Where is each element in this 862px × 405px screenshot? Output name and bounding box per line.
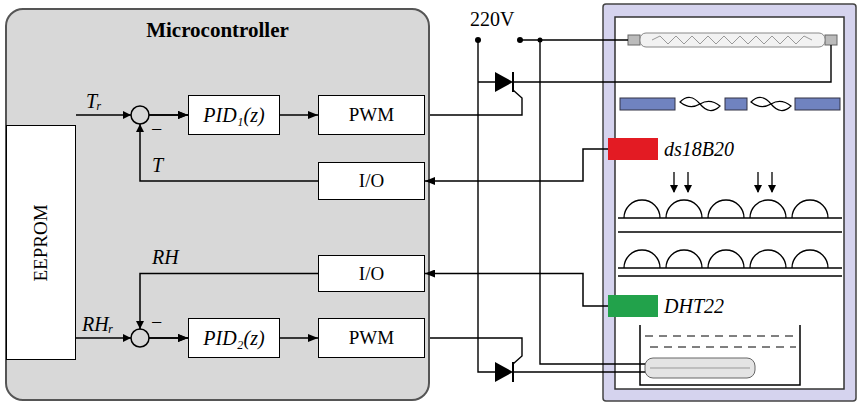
- controller-label: PID₁(z): [203, 104, 264, 127]
- io-label: I/O: [359, 263, 384, 285]
- temperature-sensor: ds18B20: [608, 138, 734, 160]
- water-tank: [640, 325, 800, 385]
- tray: [618, 267, 842, 268]
- fan-bar: [795, 98, 840, 110]
- supply-wire: [478, 40, 495, 372]
- airflow-arrow: [687, 172, 688, 192]
- sign-label: −: [151, 311, 162, 333]
- io-box: I/O: [318, 255, 425, 292]
- thyristor: [495, 362, 513, 382]
- water: [650, 347, 796, 348]
- pwm-box: PWM: [318, 318, 425, 358]
- gate-wire: [425, 90, 522, 115]
- lamp-cap: [628, 35, 640, 45]
- fan: [751, 97, 791, 110]
- halogen-lamp: [640, 33, 825, 47]
- sensor-block: [608, 138, 658, 160]
- tray: [618, 231, 842, 232]
- controller-label: PID₂(z): [203, 327, 264, 350]
- tray: [618, 275, 842, 276]
- signal-line: [425, 149, 608, 181]
- tray: [618, 217, 842, 218]
- signal-label: RH: [152, 246, 179, 268]
- sign-label: −: [151, 118, 162, 140]
- voltage-label: 220V: [470, 8, 514, 30]
- fan-bar: [725, 98, 747, 110]
- signal-label: RHᵣ: [82, 313, 114, 335]
- airflow-arrow: [673, 172, 674, 192]
- panel-title: Microcontroller: [7, 10, 428, 42]
- signal-label: T: [152, 154, 163, 176]
- io-label: I/O: [359, 170, 384, 192]
- humidity-sensor: DHT22: [608, 295, 724, 317]
- fan: [680, 97, 720, 110]
- airflow-arrow: [771, 172, 772, 192]
- thyristor: [495, 72, 513, 92]
- lamp-filament: [652, 36, 812, 44]
- heater-core: [650, 368, 750, 369]
- sensor-label: DHT22: [664, 295, 724, 317]
- controller-box: PID₂(z): [188, 318, 280, 358]
- sensor-label: ds18B20: [664, 138, 734, 160]
- microcontroller-panel: MicrocontrollerEEPROM PID₁(z) PWM I/O I/O PID…: [5, 8, 430, 401]
- pwm-box: PWM: [318, 95, 425, 135]
- eggs: [624, 200, 828, 218]
- gate-wire: [425, 338, 522, 364]
- controller-box: PID₁(z): [188, 95, 280, 135]
- sensor-block: [608, 295, 658, 317]
- airflow-arrow: [757, 172, 758, 192]
- pwm-label: PWM: [349, 104, 394, 126]
- lamp-wire: [513, 45, 831, 82]
- fan-bar: [620, 98, 675, 110]
- eggs: [624, 250, 828, 268]
- water: [645, 336, 796, 337]
- signal-line: [425, 274, 608, 307]
- incubator-housing: [603, 4, 856, 401]
- incubator-inner: [615, 17, 844, 389]
- signal-label: Tᵣ: [86, 90, 102, 112]
- lamp-cap: [825, 35, 837, 45]
- pwm-label: PWM: [349, 327, 394, 349]
- io-box: I/O: [318, 162, 425, 200]
- memory-box: EEPROM: [6, 125, 76, 360]
- water-heater: [645, 358, 755, 378]
- memory-label: EEPROM: [30, 204, 52, 281]
- heater-wire: [513, 371, 645, 372]
